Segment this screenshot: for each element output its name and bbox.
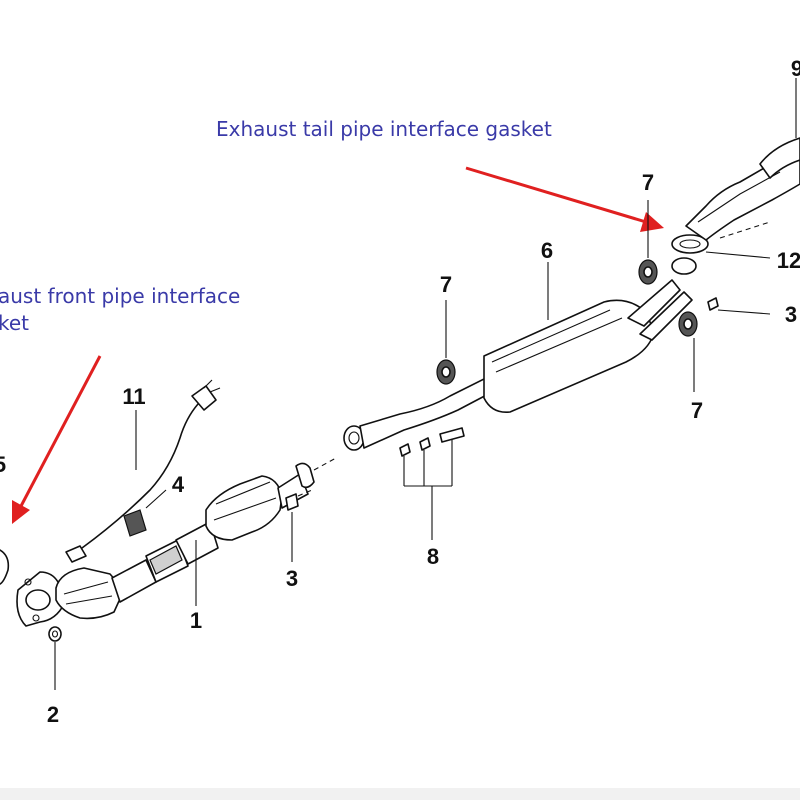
label-part-3-left: 3 [286,566,298,591]
hanger-rubber-middle [436,300,456,385]
label-part-9-partial: 9 [791,56,800,81]
callout-tail-pipe-gasket: Exhaust tail pipe interface gasket [216,117,552,141]
bolt-part-3-right [707,297,771,315]
label-part-7-upper: 7 [642,170,654,195]
label-part-4: 4 [172,472,185,497]
label-part-12-partial: 12 [777,248,800,273]
bottom-strip [0,788,800,800]
callout-front-pipe-gasket-line2: ket [0,311,29,335]
front-flange [16,571,65,627]
label-part-7-lower: 7 [691,398,703,423]
hanger-rubber-upper [638,200,658,285]
bolt-part-3-left [285,489,313,562]
washer-part-2 [48,626,62,690]
catalytic-converter-front-pipe [55,457,337,620]
hanger-rubber-lower [678,311,698,392]
label-part-2: 2 [47,702,59,727]
tail-pipe [685,78,800,241]
tail-pipe-gasket [671,234,771,259]
red-arrow-tail-gasket [465,166,664,232]
muffler [483,257,697,414]
intermediate-pipe [343,375,497,451]
label-part-7-middle: 7 [440,272,452,297]
label-part-1: 1 [190,608,202,633]
label-part-6: 6 [541,238,553,263]
rubber-bracket-part-4 [123,489,167,537]
label-part-11: 11 [122,384,145,409]
callout-front-pipe-gasket-line1: aust front pipe interface [0,284,240,308]
label-part-5-partial: 5 [0,452,6,477]
red-arrow-front-gasket [12,355,102,524]
front-gasket-partial [0,549,10,585]
bolts-part-8 [399,427,465,540]
label-part-3-right: 3 [785,302,797,327]
oxygen-sensor [65,379,221,563]
label-part-8: 8 [427,544,439,569]
